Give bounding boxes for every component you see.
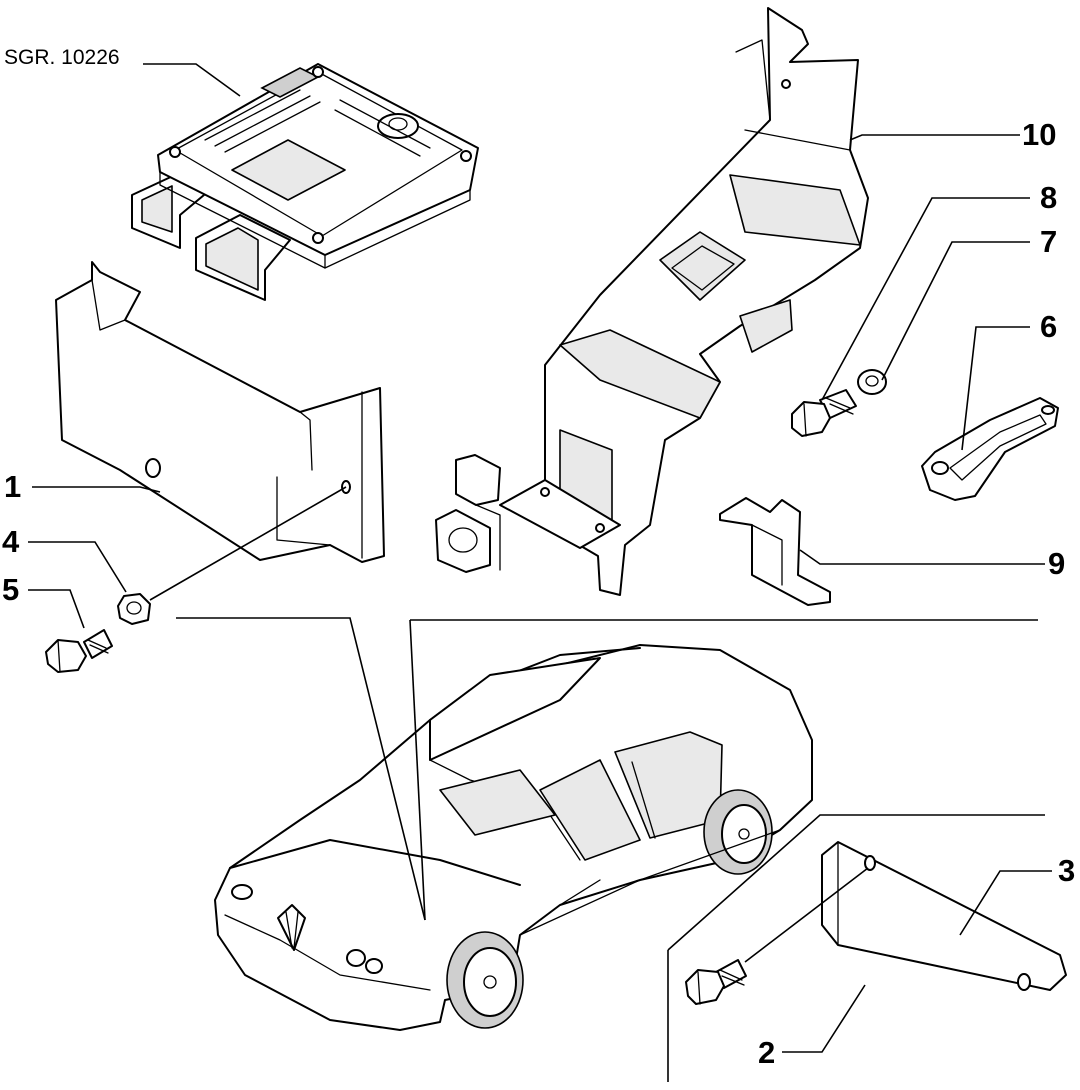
callout-8: 8: [1040, 180, 1057, 215]
leader-lines: [28, 63, 1052, 1082]
part-4-nut: [117, 593, 151, 625]
callout-7: 7: [1040, 224, 1057, 259]
callout-1: 1: [4, 469, 21, 504]
callout-4: 4: [2, 524, 20, 559]
callout-10: 10: [1022, 117, 1056, 152]
part-5-bolt: [45, 629, 113, 673]
callout-6: 6: [1040, 309, 1057, 344]
reference-code-label: SGR. 10226: [4, 46, 120, 69]
callout-2: 2: [758, 1035, 775, 1070]
part-8-bolt: [791, 389, 857, 437]
part-1-cover: [55, 261, 385, 563]
part-9-bracket: [719, 497, 831, 606]
part-6-strap: [921, 397, 1059, 501]
callout-3: 3: [1058, 853, 1075, 888]
part-10-bracket: [435, 7, 869, 596]
callout-9: 9: [1048, 546, 1065, 581]
part-3-plate: [821, 841, 1067, 991]
part-7-washer: [857, 369, 887, 395]
control-unit-ecu: [131, 63, 479, 301]
car-illustration: [214, 644, 813, 1031]
part-2-bolt: [685, 959, 747, 1005]
callout-5: 5: [2, 572, 19, 607]
